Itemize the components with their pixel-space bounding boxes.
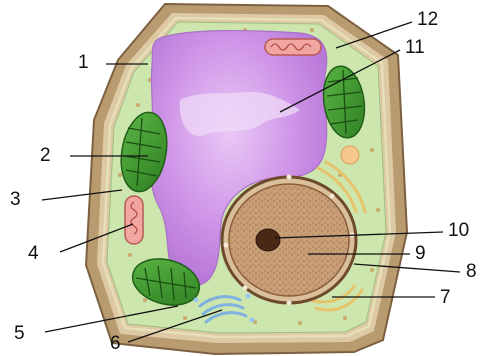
- mitochondrion-left: [125, 196, 143, 244]
- callout-label-2: 2: [40, 145, 51, 166]
- callout-label-4: 4: [28, 243, 39, 264]
- callout-label-1: 1: [78, 52, 89, 73]
- callout-label-11: 11: [405, 37, 425, 58]
- vesicle: [341, 146, 359, 164]
- callout-label-3: 3: [10, 189, 21, 210]
- callout-label-10: 10: [448, 220, 469, 241]
- callout-label-7: 7: [440, 287, 451, 308]
- callout-label-9: 9: [415, 243, 426, 264]
- callout-label-6: 6: [110, 333, 121, 354]
- callout-label-8: 8: [466, 261, 477, 282]
- mitochondrion-top: [265, 39, 321, 55]
- callout-label-12: 12: [417, 9, 438, 30]
- nucleoplasm: [229, 184, 349, 296]
- callout-label-5: 5: [14, 323, 25, 344]
- nucleolus: [256, 229, 280, 251]
- nucleus: [222, 175, 356, 306]
